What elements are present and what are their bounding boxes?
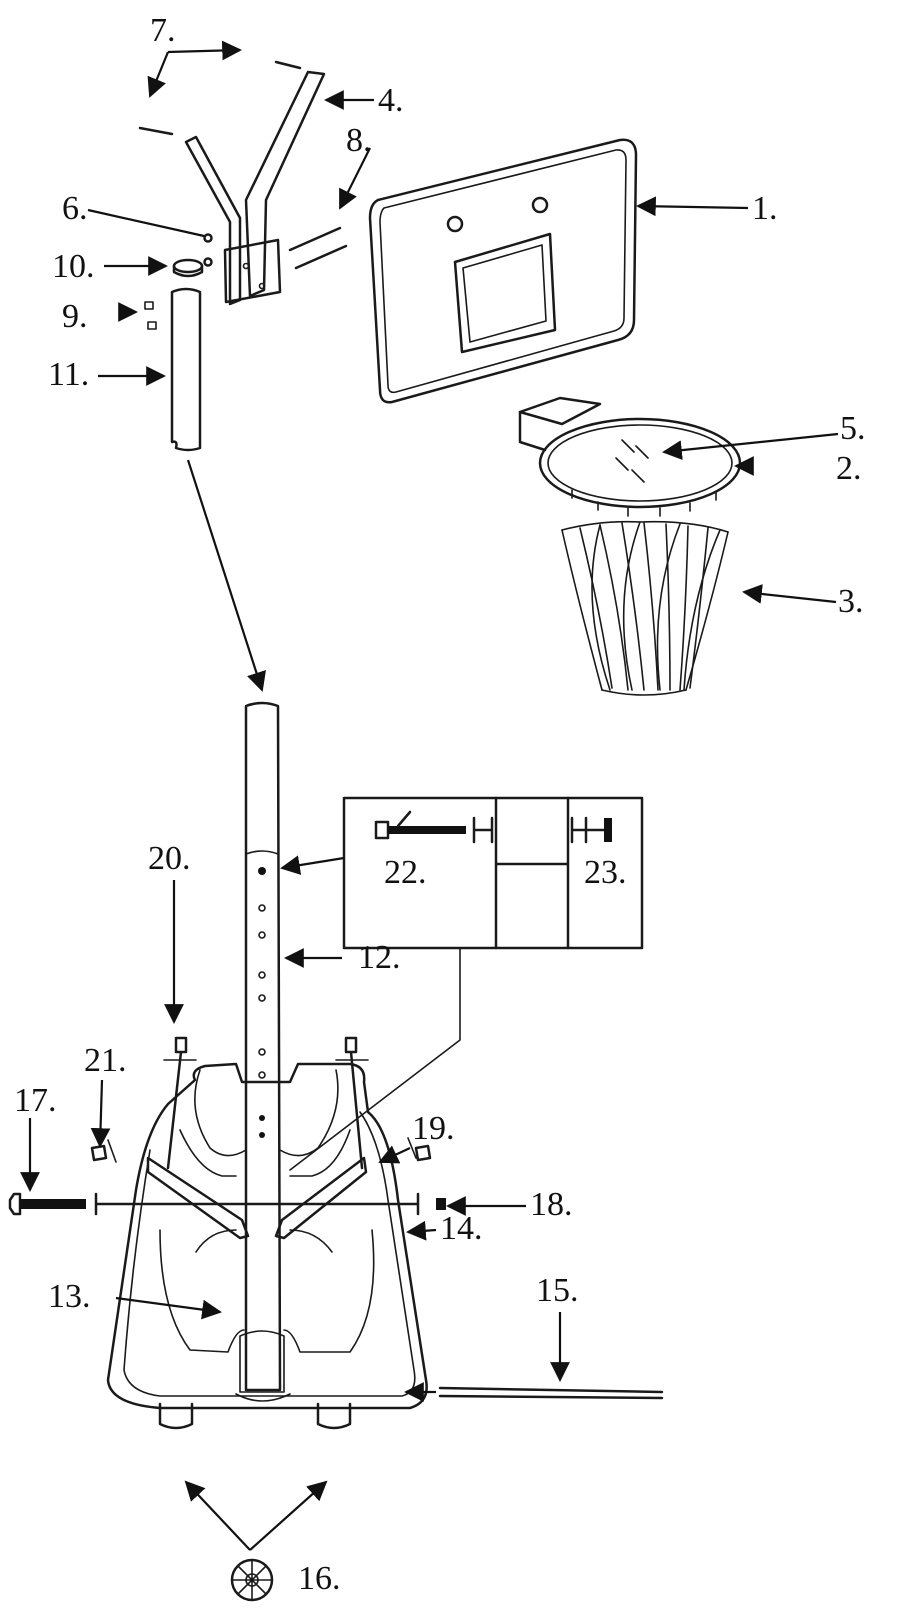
pointer-arrows bbox=[20, 40, 839, 1551]
label-part-18: 18. bbox=[530, 1186, 573, 1223]
label-part-22: 22. bbox=[384, 854, 427, 891]
label-part-5: 5. bbox=[840, 410, 866, 447]
label-part-7: 7. bbox=[150, 12, 176, 49]
label-part-17: 17. bbox=[14, 1082, 57, 1119]
backboard bbox=[368, 138, 638, 404]
net bbox=[561, 520, 729, 696]
upper-pole bbox=[170, 287, 202, 452]
label-part-2: 2. bbox=[836, 450, 862, 487]
label-part-3: 3. bbox=[838, 583, 864, 620]
label-part-23: 23. bbox=[584, 854, 627, 891]
label-part-13: 13. bbox=[48, 1278, 91, 1315]
label-part-9: 9. bbox=[62, 298, 88, 335]
base-side-bolts bbox=[90, 1036, 432, 1170]
small-nuts bbox=[144, 301, 157, 330]
label-part-15: 15. bbox=[536, 1272, 579, 1309]
label-part-8: 8. bbox=[346, 122, 372, 159]
label-part-21: 21. bbox=[84, 1042, 127, 1079]
label-part-19: 19. bbox=[412, 1110, 455, 1147]
lower-pole bbox=[244, 701, 282, 1392]
label-part-11: 11. bbox=[48, 356, 90, 393]
label-part-4: 4. bbox=[378, 82, 404, 119]
label-part-12: 12. bbox=[358, 939, 401, 976]
label-part-6: 6. bbox=[62, 190, 88, 227]
base-support-bars bbox=[146, 1156, 368, 1240]
hardware-inset bbox=[289, 796, 644, 1171]
pole-cap bbox=[172, 258, 204, 278]
base bbox=[106, 1062, 428, 1410]
ballast-rod bbox=[438, 1386, 664, 1400]
inset-pointer bbox=[280, 855, 345, 875]
upper-arms bbox=[184, 70, 326, 306]
top-bolts bbox=[138, 60, 348, 270]
label-part-1: 1. bbox=[752, 190, 778, 227]
long-bolt bbox=[8, 1192, 446, 1216]
assembly-arrow-pole bbox=[186, 459, 266, 692]
rim-bolts bbox=[615, 439, 649, 483]
wheels bbox=[158, 1402, 352, 1602]
rim bbox=[518, 396, 742, 517]
label-part-10: 10. bbox=[52, 248, 95, 285]
label-part-16: 16. bbox=[298, 1560, 341, 1597]
label-part-14: 14. bbox=[440, 1210, 483, 1247]
label-part-20: 20. bbox=[148, 840, 191, 877]
